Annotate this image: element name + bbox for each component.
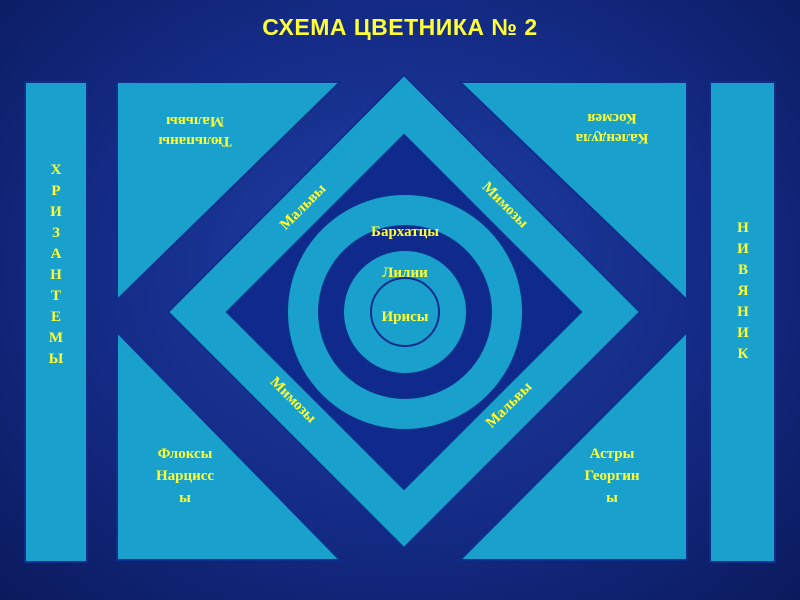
inner-circle-bed <box>370 277 440 347</box>
bottom-right-label-1: Астры <box>590 446 635 462</box>
left-strip-bed <box>24 81 88 563</box>
strip-letter: К <box>737 346 749 362</box>
strip-letter: Ы <box>48 351 64 367</box>
outer-circle-label: Бархатцы <box>371 224 439 240</box>
strip-letter: И <box>737 241 749 257</box>
strip-letter: И <box>737 325 749 341</box>
top-right-triangle-bed <box>457 81 688 303</box>
bottom-left-label-2: Нарцисс <box>156 468 214 484</box>
strip-letter: Р <box>51 183 61 199</box>
bottom-right-triangle-bed <box>457 329 688 561</box>
top-left-triangle-bed <box>116 81 343 303</box>
strip-letter: Я <box>737 283 749 299</box>
strip-letter: В <box>737 262 748 278</box>
diagram-title: СХЕМА ЦВЕТНИКА № 2 <box>262 14 538 40</box>
strip-letter: Н <box>737 304 749 320</box>
strip-letter: Х <box>50 162 62 178</box>
bottom-left-triangle-bed <box>116 329 343 561</box>
strip-letter: И <box>50 204 62 220</box>
top-right-label-2: Космея <box>587 110 636 126</box>
strip-letter: Е <box>50 309 61 325</box>
middle-circle-label: Лилии <box>382 265 428 281</box>
top-left-label-2: Мальвы <box>166 113 224 129</box>
bottom-right-label-2: Георгин <box>585 468 640 484</box>
strip-letter: М <box>48 330 64 346</box>
strip-letter: Н <box>737 220 749 236</box>
strip-letter: Н <box>50 267 62 283</box>
top-right-label-1: Календула <box>575 130 648 146</box>
strip-letter: А <box>50 246 62 262</box>
bottom-left-label-3: ы <box>179 490 191 506</box>
bottom-right-label-3: ы <box>606 490 618 506</box>
top-left-label-1: Тюльпаны <box>158 133 231 149</box>
right-strip-bed <box>709 81 776 563</box>
strip-letter: З <box>52 225 60 241</box>
bottom-left-label-1: Флоксы <box>158 446 213 462</box>
inner-circle-label: Ирисы <box>381 309 428 325</box>
strip-letter: Т <box>50 288 61 304</box>
